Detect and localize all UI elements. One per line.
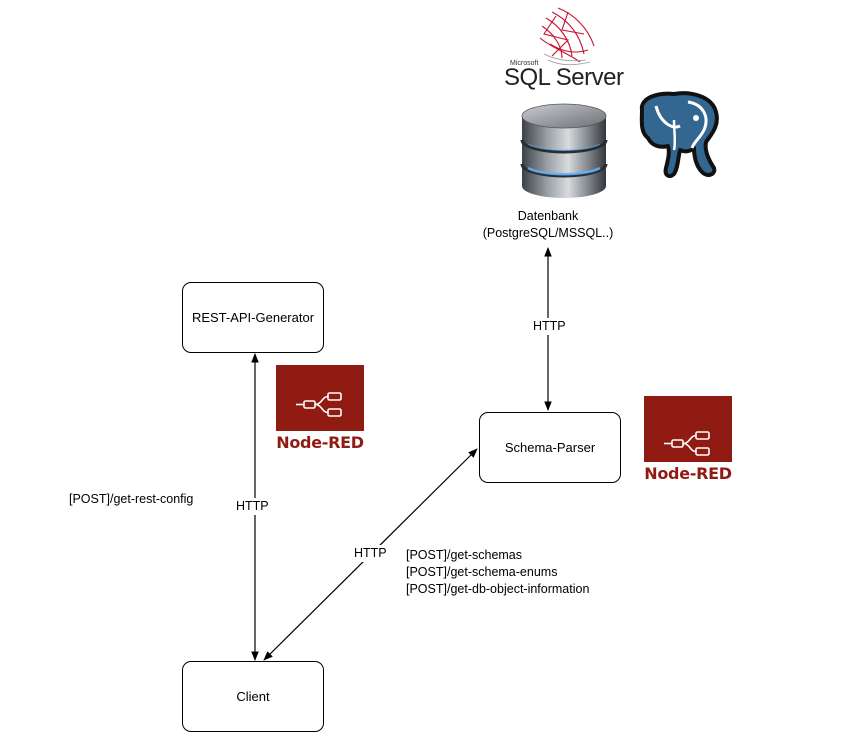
node-red-text-2: Node-RED — [644, 464, 732, 483]
node-red-logo-icon: Node-RED — [276, 365, 364, 452]
rest-endpoint-annotation: [POST]/get-rest-config — [69, 492, 194, 506]
rest-api-generator-label: REST-API-Generator — [191, 310, 315, 325]
schema-parser-label: Schema-Parser — [504, 440, 596, 455]
postgresql-elephant-icon — [639, 91, 719, 178]
database-cylinder-icon — [520, 103, 608, 198]
database-label-line2: (PostgreSQL/MSSQL..) — [482, 226, 614, 240]
edge-label-schema-http: HTTP — [354, 545, 387, 562]
client-label: Client — [236, 689, 270, 704]
schema-parser-node[interactable]: Schema-Parser — [479, 412, 621, 483]
schema-endpoint-1: [POST]/get-schemas — [406, 548, 523, 562]
sql-server-logo-icon: Microsoft SQL Server — [496, 4, 626, 91]
edge-label-rest-http: HTTP — [236, 498, 269, 515]
node-red-text-1: Node-RED — [276, 433, 364, 452]
schema-endpoints-annotation: [POST]/get-schemas [POST]/get-schema-enu… — [406, 547, 589, 598]
sql-server-small-text: Microsoft — [510, 60, 539, 67]
schema-endpoint-2: [POST]/get-schema-enums — [406, 565, 558, 579]
node-red-logo-icon: Node-RED — [644, 396, 732, 483]
schema-endpoint-3: [POST]/get-db-object-information — [406, 582, 590, 596]
client-node[interactable]: Client — [182, 661, 324, 732]
rest-api-generator-node[interactable]: REST-API-Generator — [182, 282, 324, 353]
edge-label-db-http: HTTP — [533, 318, 566, 335]
database-label-line1: Datenbank — [517, 209, 579, 223]
database-label: Datenbank (PostgreSQL/MSSQL..) — [470, 208, 626, 242]
sql-server-text: SQL Server — [504, 64, 624, 91]
